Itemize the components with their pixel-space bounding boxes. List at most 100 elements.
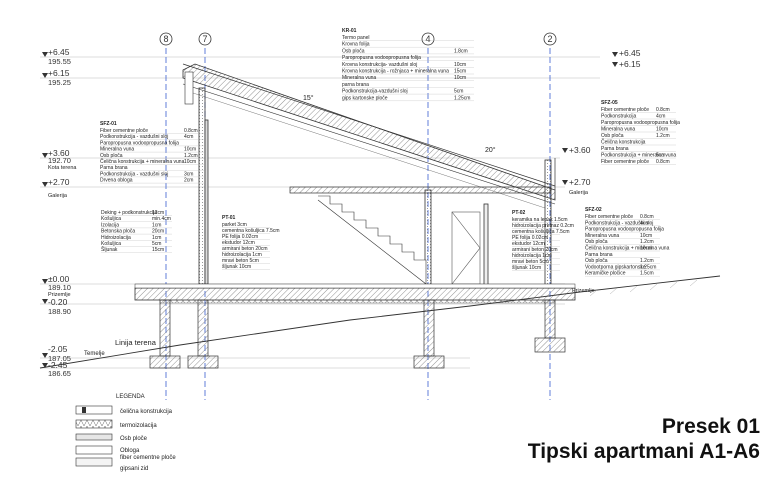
level-markers-left — [42, 52, 48, 368]
floor-left-layer-label: Betonska ploča — [101, 229, 135, 235]
axis-label-7: 7 — [202, 34, 207, 44]
kr01-layer-label: Termo panel — [342, 35, 370, 41]
floor-left-layer-value: 15cm — [152, 247, 164, 253]
sfz02-layer-label: Paropropusna vodoopropusna folija — [585, 227, 664, 233]
level-right-prizemlje: Prizemlje — [572, 288, 595, 294]
level-m020-abs: 188.90 — [48, 307, 71, 316]
roof-slope-20: 20° — [485, 146, 496, 154]
floor-left-layer-value: 1cm — [152, 235, 161, 241]
legend-label-gypsum: gipsani zid — [120, 466, 148, 472]
legend-label-osb: Osb ploče — [120, 436, 148, 442]
terrain — [39, 275, 721, 369]
pt02-layer-label: šljunak 10cm — [512, 265, 541, 271]
level-right-270: +2.70 — [569, 177, 591, 187]
pt02-layer-label: cementna košuljica 7.5cm — [512, 229, 570, 235]
sfz01-layer-label: Fiber cementne ploče — [100, 128, 148, 134]
sfz02-layer-value: 0.8cm — [640, 214, 654, 220]
kr01-layer-label: Krovna konstrukcija- vazdušni sloj — [342, 62, 417, 68]
ground-slab — [134, 283, 576, 304]
sfz02-layer-label: Fiber cementne ploče — [585, 214, 633, 220]
axis-markers — [159, 32, 557, 46]
level-000-caption: Prizemlje — [48, 292, 71, 298]
floor-left-layer-value: min.4cm — [152, 216, 171, 222]
sfz02-layer-label: Keramičke pločice — [585, 271, 626, 277]
level-645: +6.45 — [48, 47, 70, 57]
sfz01-layer-label: Podkonstrukcija - vazdušni sloj — [100, 134, 168, 140]
level-000-abs: 189.10 — [48, 283, 71, 292]
level-360: +3.60 — [48, 148, 70, 158]
sfz05-layer-value: 0.8cm — [656, 159, 670, 165]
sfz05-layer-value: 4cm — [656, 114, 665, 120]
level-right-galerija: Galerija — [569, 190, 589, 196]
level-m205-caption: Temelje — [84, 351, 105, 357]
terrain-label: Linija terena — [115, 338, 157, 347]
sfz02-layer-value: 1.2cm — [640, 239, 654, 245]
floor-left-layer-value: 1cm — [152, 222, 161, 228]
floor-left-layer-label: Izolacija — [101, 222, 119, 228]
floor-left-layer-label: Košuljica — [101, 216, 121, 222]
sfz02-layer-value: 10cm — [640, 246, 652, 252]
level-right-615: +6.15 — [619, 59, 641, 69]
legend-title: LEGENDA — [116, 394, 145, 400]
spec-sfz01: SFZ-01 Fiber cementne ploče 0.8cmPodkonst… — [100, 121, 204, 184]
sfz05-layer-value: 1.2cm — [656, 133, 670, 139]
sfz02-layer-label: Podkonstrukcija - vazdušni sloj — [585, 220, 653, 226]
floor-left-layer-value: 12cm — [152, 210, 164, 216]
sfz01-layer-value: 0.8cm — [184, 128, 198, 134]
sfz02-layer-label: Vodootporna gipskartonske — [585, 264, 646, 270]
floor-left-layer-label: Košuljica — [101, 241, 121, 247]
legend-swatch-cladding — [75, 445, 113, 455]
kr01-layer-label: gips kartonske ploče — [342, 95, 388, 101]
legend-swatch-insulation — [75, 419, 113, 429]
pt01-layer-label: armirani beton 20cm — [222, 246, 268, 252]
sfz01-layer-value: 3cm — [184, 171, 193, 177]
sfz05-layer-label: Parna brana — [601, 146, 629, 152]
floor-left-layer-label: Šljunak — [101, 246, 118, 253]
door — [451, 211, 481, 285]
sfz02-layer-value: 1.2cm — [640, 258, 654, 264]
spec-sfz05-title: SFZ-05 — [601, 100, 618, 106]
pt01-layer-label: cementna košuljica 7.5cm — [222, 228, 280, 234]
axis-label-8: 8 — [163, 34, 168, 44]
level-270-caption: Galerija — [48, 193, 68, 199]
sfz02-layer-label: Parna brana — [585, 252, 613, 258]
kr01-layer-label: Osb ploča — [342, 48, 365, 54]
level-right-360: +3.60 — [569, 145, 591, 155]
floor-left-layer-value: 20cm — [152, 229, 164, 235]
sfz05-layer-value: 5cm — [656, 153, 665, 159]
sfz01-layer-value: 4cm — [184, 134, 193, 140]
level-right-645: +6.45 — [619, 48, 641, 58]
level-645-abs: 195.55 — [48, 57, 71, 66]
legend-swatch-steel — [75, 405, 113, 415]
spec-sfz01-title: SFZ-01 — [100, 121, 117, 127]
pt01-layer-label: hidroizolacija 1cm — [222, 252, 262, 258]
pt02-layer-label: armirani beton 20cm — [512, 247, 558, 253]
kr01-layer-label: Mineralna vuna — [342, 75, 376, 81]
sfz05-layer-value: 0.8cm — [656, 107, 670, 113]
roof — [182, 63, 556, 209]
sfz01-layer-label: Paropropusna vodoopropusna folija — [100, 140, 179, 146]
sfz02-layer-value: 1.5cm — [640, 271, 654, 277]
pt02-layer-label: PE folija 0.02cm — [512, 235, 548, 241]
pt01-layer-label: parket 3cm — [222, 222, 247, 228]
kr01-layer-value: 1.8cm — [454, 48, 468, 54]
staircase — [317, 195, 427, 285]
sfz05-layer-label: Podkonstrukcija + mineralna vuna — [601, 153, 676, 159]
level-270: +2.70 — [48, 177, 70, 187]
kr01-layer-label: parna brana — [342, 82, 369, 88]
legend-label-steel: čelična konstrukcija — [120, 409, 173, 415]
sfz02-layer-value: 4cm — [640, 220, 649, 226]
pt02-layer-label: hidroizolacija 1cm — [512, 253, 552, 259]
legend-label-insulation: termoizolacija — [120, 423, 157, 429]
spec-pt02: PT-02 keramika na lepak 1.5cmhidroizolac… — [512, 210, 574, 271]
pt02-layer-label: ekstudor 12cm — [512, 241, 545, 247]
sfz02-layer-value: 10cm — [640, 233, 652, 239]
sfz02-layer-label: Osb ploča — [585, 258, 608, 264]
spec-kr01-title: KR-01 — [342, 28, 357, 34]
sfz05-layer-label: Paropropusna vodoopropusna folija — [601, 120, 680, 126]
level-615-abs: 195.25 — [48, 78, 71, 87]
kr01-layer-value: 5cm — [454, 89, 463, 95]
